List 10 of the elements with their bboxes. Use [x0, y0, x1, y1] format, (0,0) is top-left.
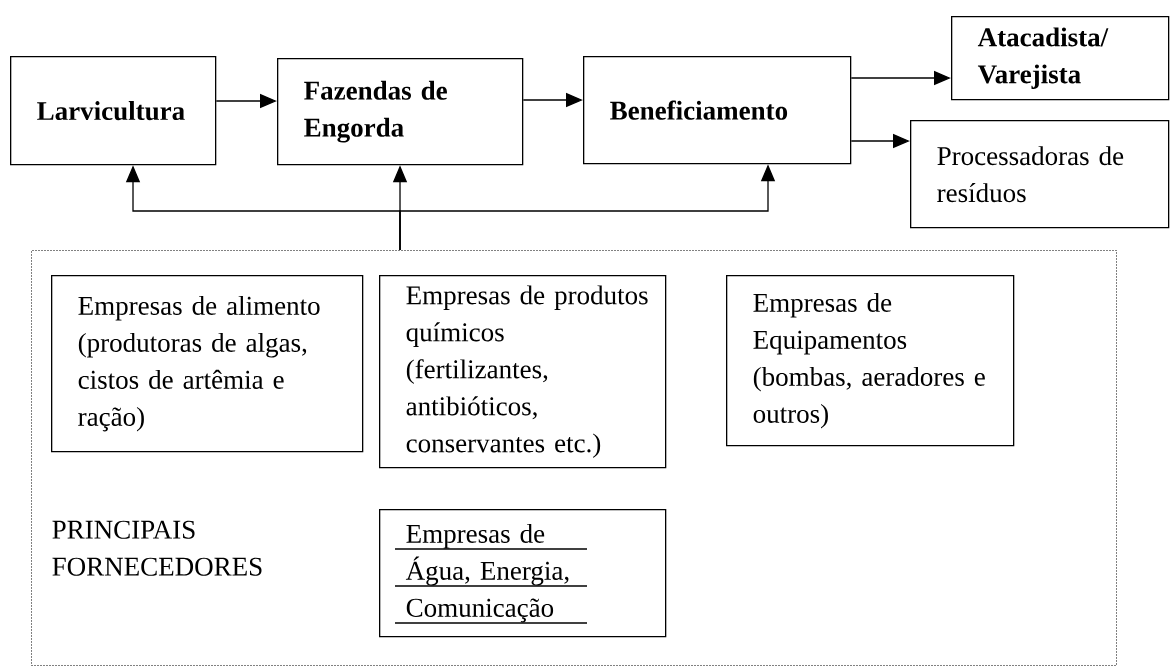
process-box: Atacadista/ Varejista: [951, 16, 1170, 101]
process-box: Beneficiamento: [583, 56, 852, 165]
process-box: Fazendas de Engorda: [277, 58, 524, 166]
supplier-box: Empresas de alimento (produtoras de algas, cistos de artêmia e ração): [51, 275, 364, 453]
supplier-box: Empresas de produtos químicos (fertilizantes, antibióticos, conservantes etc.): [379, 275, 667, 469]
group-label: PRINCIPAIS FORNECEDORES: [52, 520, 262, 576]
supplier-box: Empresas de Equipamentos (bombas, aeradores e outros): [726, 275, 1015, 447]
process-box: Larvicultura: [10, 56, 217, 166]
supplier-box: Empresas de Água, Energia, Comunicação: [379, 509, 667, 638]
process-box: Processadoras de resíduos: [910, 120, 1170, 229]
